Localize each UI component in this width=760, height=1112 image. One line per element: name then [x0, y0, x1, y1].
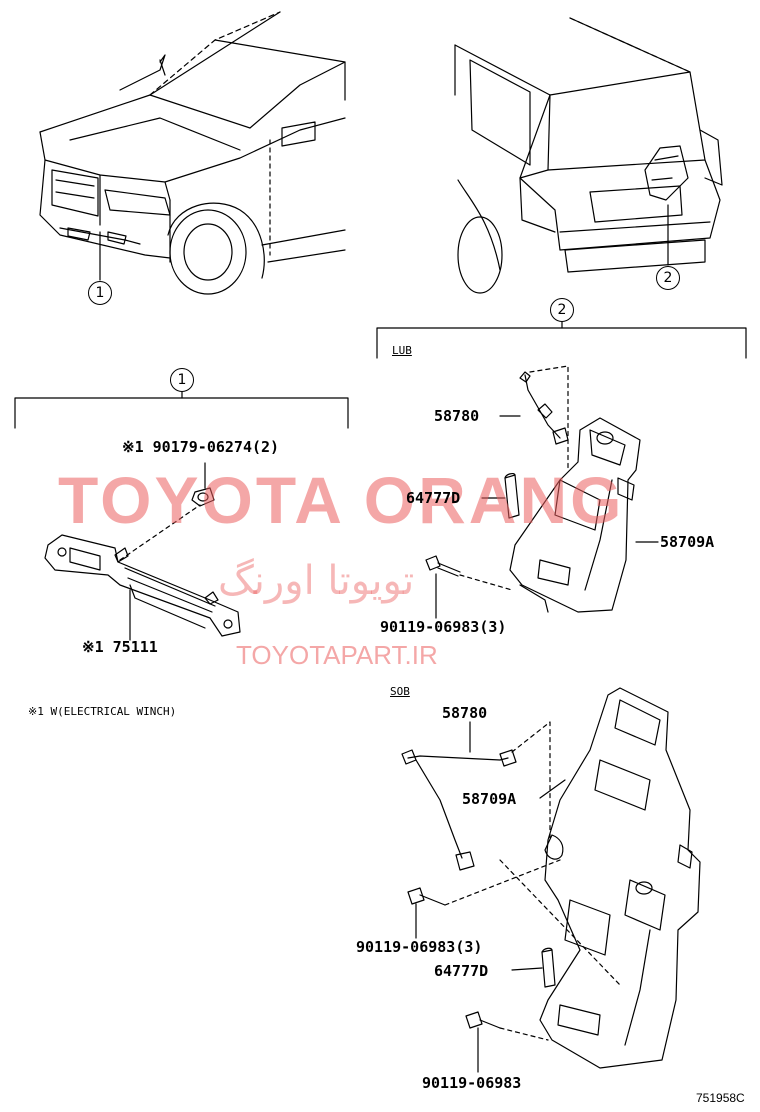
sob-bolt-b-drawing: [465, 1011, 501, 1029]
lub-cable-drawing: [519, 365, 569, 471]
part-label-sob-cable: 58780: [442, 704, 488, 722]
variant-label-lub: LUB: [392, 344, 412, 357]
part-label-lub-bolt: 90119-06983(3): [380, 618, 507, 636]
front-bracket-drawing: [44, 534, 241, 637]
front-vehicle-illustration: [39, 11, 346, 295]
rear-vehicle-illustration: [454, 17, 723, 294]
part-label-lub-pin: 64777D: [406, 489, 461, 507]
rear-view-callout: 2: [656, 266, 680, 290]
drawing-number: 751958C: [696, 1091, 745, 1105]
part-label-front-nut: ※1 90179-06274(2): [122, 438, 280, 456]
sob-bolt-a-drawing: [407, 887, 446, 906]
part-label-sob-bracket: 58709A: [462, 790, 517, 808]
part-label-sob-bolt-b: 90119-06983: [422, 1074, 522, 1092]
watermark-site: TOYOTAPART.IR: [236, 640, 438, 670]
front-nut-drawing: [191, 487, 215, 507]
watermark-brand-en: TOYOTA ORANG: [58, 463, 625, 537]
part-label-lub-cable: 58780: [434, 407, 480, 425]
variant-label-sob: SOB: [390, 685, 410, 698]
watermark-brand-fa: تویوتا اورنگ: [218, 558, 415, 604]
part-label-front-bracket: ※1 75111: [82, 638, 158, 656]
sob-cable-drawing: [401, 721, 551, 871]
lub-pin-drawing: [504, 472, 520, 519]
part-label-lub-bracket: 58709A: [660, 533, 715, 551]
part-label-sob-bolt-a: 90119-06983(3): [356, 938, 483, 956]
front-group-callout: 1: [170, 368, 194, 392]
sob-bracket-drawing: [539, 687, 701, 1069]
rear-group-callout: 2: [550, 298, 574, 322]
sob-pin-drawing: [541, 947, 556, 988]
lub-bracket-drawing: [509, 417, 641, 613]
footnote: ※1 W(ELECTRICAL WINCH): [28, 705, 177, 718]
front-view-callout: 1: [88, 281, 112, 305]
lub-bolt-drawing: [425, 555, 461, 577]
part-label-sob-pin: 64777D: [434, 962, 489, 980]
